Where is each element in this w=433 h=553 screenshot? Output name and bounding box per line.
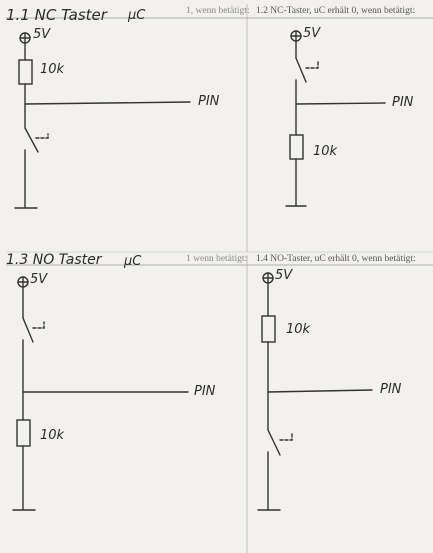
resistor-label-1-3: 10k xyxy=(40,428,65,443)
faded-header-bottom-left: 1 wenn betätigt: xyxy=(186,254,248,264)
uc-label-top: µC xyxy=(128,8,146,23)
switch-blade xyxy=(267,429,281,456)
pin-label-1-3: PIN xyxy=(194,384,216,399)
switch-actuator xyxy=(279,433,293,441)
resistor-symbol xyxy=(261,315,276,343)
pin-wire xyxy=(24,101,191,105)
resistor-label-1-1: 10k xyxy=(40,62,65,77)
resistor-label-1-4: 10k xyxy=(286,322,311,337)
pin-wire xyxy=(267,389,373,393)
switch-blade xyxy=(24,127,39,153)
supply-label-1-1: 5V xyxy=(33,27,51,42)
pin-label-1-4: PIN xyxy=(380,382,402,397)
header-1-2: 1.2 NC-Taster, uC erhält 0, wenn betätig… xyxy=(256,6,416,16)
title-1-1: 1.1 NC Taster xyxy=(6,6,107,24)
resistor-label-1-2: 10k xyxy=(313,144,338,159)
switch-blade xyxy=(295,57,307,83)
supply-label-1-4: 5V xyxy=(275,268,293,283)
switch-actuator xyxy=(32,321,45,329)
header-1-4: 1.4 NO-Taster, uC erhält 0, wenn betätig… xyxy=(256,254,416,264)
pin-wire xyxy=(295,102,386,105)
supply-label-1-3: 5V xyxy=(30,272,48,287)
faded-header-top-left: 1, wenn betätigt: xyxy=(186,6,250,16)
supply-label-1-2: 5V xyxy=(303,26,321,41)
title-1-3: 1.3 NO Taster xyxy=(6,252,102,268)
pin-label-1-1: PIN xyxy=(198,94,220,109)
uc-label-bottom: µC xyxy=(124,254,142,269)
switch-blade xyxy=(22,317,34,343)
switch-actuator xyxy=(35,133,49,139)
pin-label-1-2: PIN xyxy=(392,95,414,110)
switch-actuator xyxy=(305,61,319,69)
